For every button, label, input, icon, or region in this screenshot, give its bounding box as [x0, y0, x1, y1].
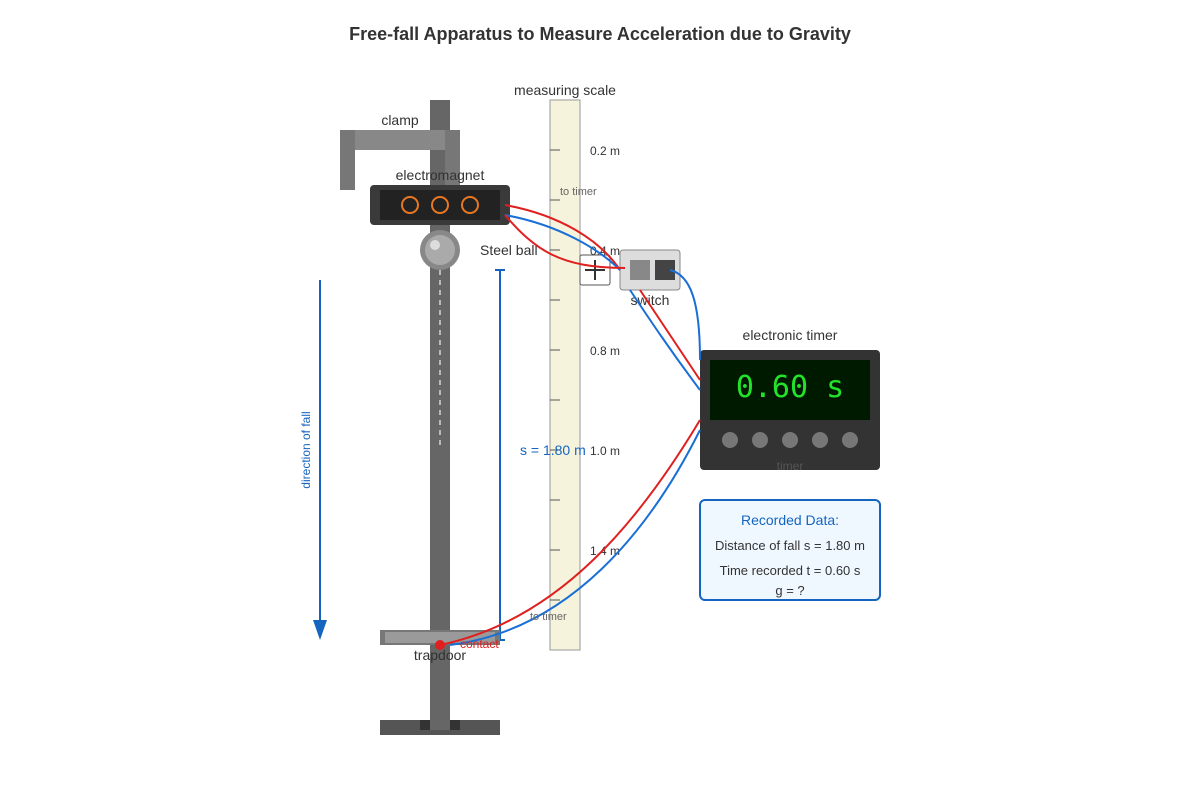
timer-button — [842, 432, 858, 448]
clamp-label: clamp — [381, 112, 419, 128]
trapdoor-plate — [385, 632, 495, 643]
to-timer-label: to timer — [530, 611, 567, 623]
timer-button — [812, 432, 828, 448]
timer-button — [752, 432, 768, 448]
coil-icon — [401, 196, 419, 214]
scale-tick-label: 0.8 m — [590, 344, 620, 358]
wire-red — [439, 419, 701, 646]
timer-reading: 0.60 s — [736, 370, 844, 405]
recorded-data-heading: Recorded Data: — [741, 512, 839, 528]
coil-icon — [461, 196, 479, 214]
distance-label: s = 1.80 m — [520, 442, 586, 458]
wire-blue — [504, 214, 621, 271]
wire-blue — [669, 269, 701, 361]
timer-button — [722, 432, 738, 448]
timer-display — [710, 360, 870, 420]
wire-blue — [629, 289, 701, 391]
contact-point — [435, 640, 445, 650]
to-timer-label: to timer — [560, 186, 597, 198]
wire-red — [504, 214, 626, 269]
steel-ball-highlight — [430, 240, 440, 250]
switch-button-right — [655, 260, 675, 280]
electronic-timer-label: electronic timer — [743, 327, 838, 343]
wire-red — [504, 204, 621, 271]
diagram-title: Free-fall Apparatus to Measure Accelerat… — [349, 24, 851, 44]
clamp-jaw-left — [340, 130, 355, 190]
scale-tick-label: 0.2 m — [590, 144, 620, 158]
electromagnet-label: electromagnet — [396, 167, 485, 183]
timer-button — [782, 432, 798, 448]
scale-ticks — [550, 149, 560, 601]
arrow-down-icon — [313, 620, 327, 640]
trapdoor-label: trapdoor — [414, 647, 466, 663]
recorded-data-box — [699, 499, 881, 601]
clamp-jaw-right — [445, 130, 460, 190]
wire-blue — [449, 429, 701, 646]
contact-label: contact — [460, 637, 499, 651]
steel-ball-label: Steel ball — [480, 242, 538, 258]
recorded-time: Time recorded t = 0.60 s — [720, 563, 861, 578]
timer-caption: timer — [777, 459, 804, 473]
electromagnet-core — [380, 190, 500, 220]
recorded-g: g = ? — [775, 583, 804, 598]
wire-red — [639, 289, 701, 381]
scale-tick-label: 1.0 m — [590, 444, 620, 458]
clamp-arm — [340, 130, 460, 150]
recorded-distance: Distance of fall s = 1.80 m — [715, 538, 865, 553]
coil-icon — [431, 196, 449, 214]
measuring-scale-label: measuring scale — [514, 82, 616, 98]
measuring-scale — [549, 99, 581, 651]
switch-button-left — [630, 260, 650, 280]
direction-of-fall-label: direction of fall — [299, 411, 313, 488]
steel-ball — [425, 235, 455, 265]
